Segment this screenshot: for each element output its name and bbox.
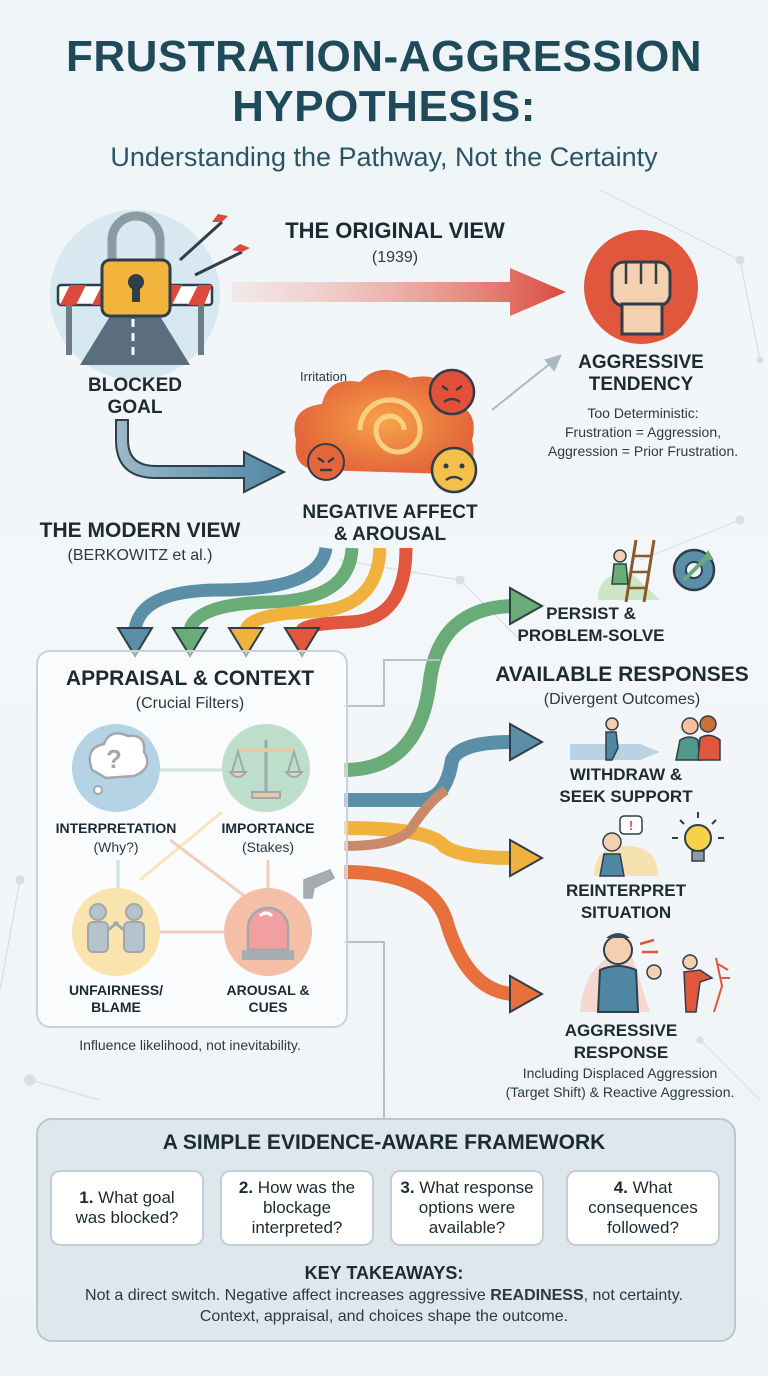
original-view-year: (1939) [371,249,419,266]
step-4-number: 4. [613,1178,628,1197]
page-subtitle: Understanding the Pathway, Not the Certa… [110,142,658,172]
blocked-goal-icon [50,210,250,380]
hug-icon [675,715,721,761]
key-takeaway-line-1: Not a direct switch. Negative affect inc… [36,1286,732,1305]
modern-view-subtitle: (BERKOWITZ et al.) [67,547,213,564]
step-4-text: What consequences followed? [588,1178,698,1237]
affect-to-appraisal-streams [128,546,413,635]
aggressive-tendency-label: AGGRESSIVE TENDENCY [578,352,704,395]
framework-step-1: 1. What goal was blocked? [50,1170,204,1246]
response-persist-label: PERSIST & PROBLEM-SOLVE [517,604,665,645]
framework-title: A SIMPLE EVIDENCE-AWARE FRAMEWORK [162,1131,606,1154]
svg-text:!: ! [629,818,633,833]
response-aggressive-label: AGGRESSIVE RESPONSE [564,1021,678,1062]
step-3-number: 3. [400,1178,415,1197]
appraisal-subtitle: (Crucial Filters) [135,695,245,712]
aggressive-tendency-note: Too Deterministic: Frustration = Aggress… [547,405,739,459]
appraisal-footer: Influence likelihood, not inevitability. [79,1037,301,1053]
framework-step-4: 4. What consequences followed? [566,1170,720,1246]
step-2-number: 2. [238,1178,254,1197]
modern-view-title: THE MODERN VIEW [39,519,241,542]
appraisal-title: APPRAISAL & CONTEXT [65,667,315,690]
importance-label: IMPORTANCE [221,820,315,836]
ladder-icon [598,539,660,603]
step-3-text: What response options were available? [418,1178,534,1237]
negative-affect-cloud-icon [294,368,478,494]
response-reinterpret-label: REINTERPRET SITUATION [566,881,686,922]
interpretation-sub: (Why?) [93,839,139,855]
original-view-title: THE ORIGINAL VIEW [285,218,505,243]
response-withdraw-label: WITHDRAW & SEEK SUPPORT [559,765,693,806]
available-responses-subtitle: (Divergent Outcomes) [543,691,701,708]
framework-step-2: 2. How was the blockage interpreted? [220,1170,374,1246]
original-view-arrow [232,268,566,316]
step-2-text: How was the blockage interpreted? [251,1178,356,1237]
interpretation-label: INTERPRETATION [55,820,177,836]
importance-sub: (Stakes) [241,839,295,855]
framework-connector [344,659,440,1118]
blocked-goal-label: BLOCKED GOAL [88,375,182,418]
takeaway-readiness: READINESS [490,1287,584,1304]
thinking-person-icon: ! [594,815,658,877]
framework-step-3: 3. What response options were available? [390,1170,544,1246]
page-title-line-1: FRUSTRATION-AGGRESSION [66,32,702,81]
gear-icon [672,548,716,592]
irritation-label: Irritation [300,369,347,384]
walking-person-icon [570,717,660,761]
takeaway-pre: Not a direct switch. Negative affect inc… [85,1287,491,1304]
fist-icon [584,230,698,344]
response-arrowheads [509,586,545,1014]
background-network [0,189,764,1101]
available-responses-title: AVAILABLE RESPONSES [495,663,749,686]
arousal-cues-label: AROUSAL & CUES [226,982,310,1015]
aggressive-response-note: Including Displaced Aggression (Target S… [505,1065,735,1100]
unfairness-label: UNFAIRNESS/ BLAME [68,982,164,1015]
stream-arrowheads [116,627,321,658]
appraisal-to-responses-streams [343,599,513,1001]
goal-to-affect-arrow [115,419,287,494]
key-takeaways-title: KEY TAKEAWAYS: [304,1263,464,1283]
step-1-number: 1. [79,1188,94,1207]
pushing-person-icon [682,954,730,1013]
key-takeaway-line-2: Context, appraisal, and choices shape th… [199,1308,569,1325]
angry-person-icon [580,933,662,1013]
takeaway-post: , not certainty. [583,1287,683,1304]
negative-affect-label: NEGATIVE AFFECT & AROUSAL [302,502,478,545]
step-1-text: What goal was blocked? [75,1188,179,1227]
lightbulb-icon [672,812,724,862]
appraisal-context-panel [36,650,348,1028]
page-title-line-2: HYPOTHESIS: [232,82,536,131]
affect-to-tendency-arrow [491,354,562,411]
